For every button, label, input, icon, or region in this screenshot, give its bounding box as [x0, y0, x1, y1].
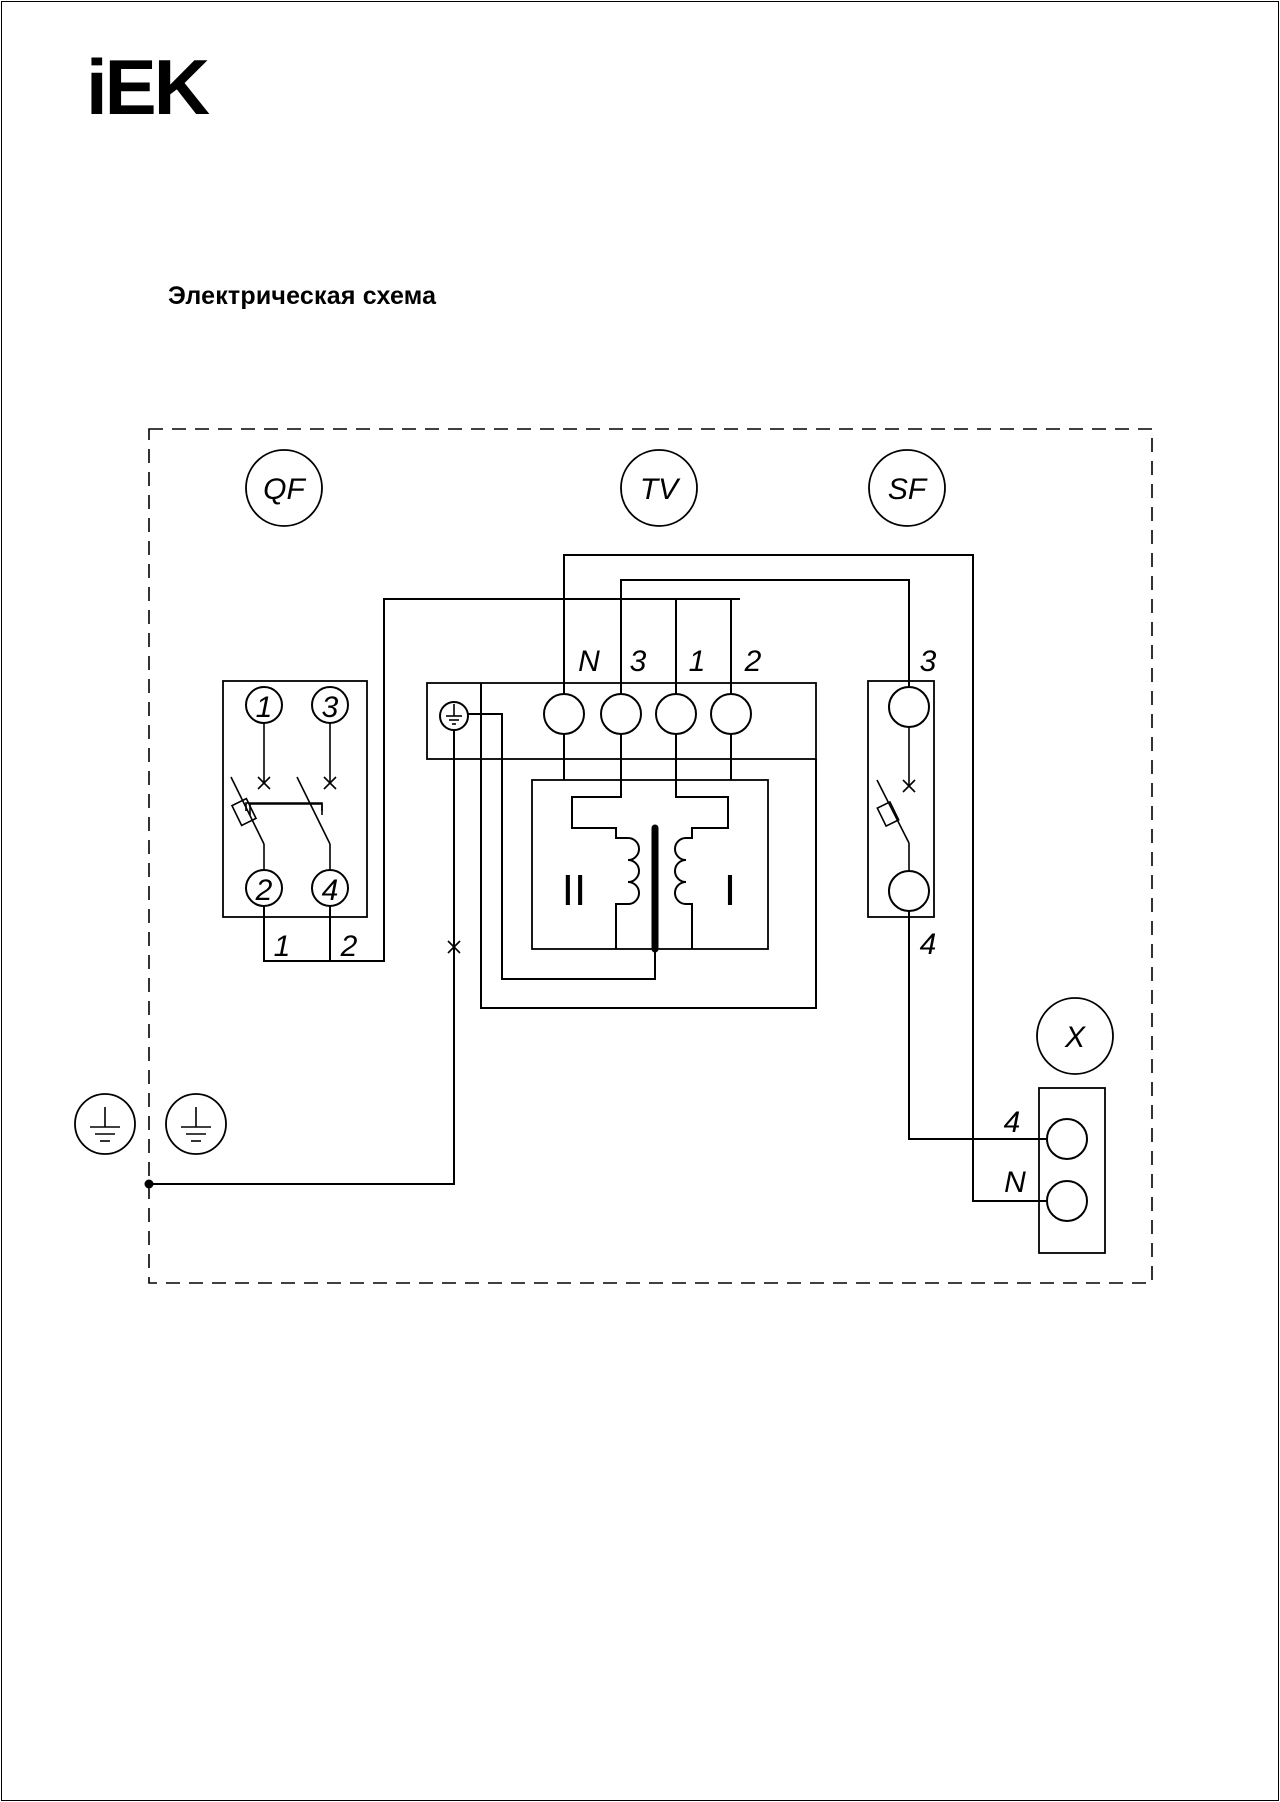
qf-output-label-2: 2 — [340, 930, 358, 963]
qf-terminal-4: 4 — [311, 869, 349, 907]
qf-output-label-1: 1 — [274, 930, 291, 963]
winding-ii-label: II — [562, 866, 586, 915]
sf-housing — [867, 680, 935, 918]
svg-text:3: 3 — [920, 645, 937, 678]
wire-tv-n-to-x-n — [563, 554, 1047, 1202]
svg-text:3: 3 — [322, 691, 339, 724]
iek-logo-text: iEK — [88, 55, 210, 117]
svg-text:X: X — [1064, 1021, 1086, 1054]
tv-terminal-1: 1 — [655, 645, 706, 735]
svg-text:1: 1 — [256, 691, 273, 724]
x-terminal-block: 4 N — [1004, 1087, 1106, 1254]
x-designator: X — [1036, 997, 1114, 1075]
qf-terminal-1: 1 — [245, 686, 283, 724]
svg-text:2: 2 — [255, 874, 273, 907]
iek-logo: iEK — [88, 55, 213, 117]
winding-i-coil — [674, 837, 687, 905]
svg-text:N: N — [1004, 1166, 1026, 1199]
qf-output-leads: 1 2 — [263, 598, 740, 963]
svg-text:4: 4 — [920, 928, 937, 961]
x-terminal-n: N — [1004, 1166, 1088, 1222]
qf-designator: QF — [245, 449, 323, 527]
tv-transformer: N 3 1 2 II — [426, 645, 817, 1009]
svg-text:2: 2 — [744, 645, 762, 678]
x-housing — [1038, 1087, 1106, 1254]
wire-tv-3-to-sf-3 — [620, 579, 910, 694]
x-terminal-4: 4 — [1004, 1106, 1088, 1160]
qf-switch-contacts — [230, 723, 337, 870]
winding-i-label: I — [724, 866, 736, 915]
sf-terminal-4: 4 — [888, 870, 937, 961]
wire-sf-4-to-x-4 — [908, 911, 1047, 1140]
sf-designator: SF — [868, 449, 946, 527]
tv-strip-frame-wire — [480, 683, 817, 1009]
tv-terminal-n: N — [543, 645, 600, 735]
pe-junction-dot — [144, 1179, 154, 1189]
svg-text:1: 1 — [689, 645, 706, 678]
tv-terminal-2: 2 — [710, 645, 762, 735]
winding-ii-coil — [627, 837, 640, 905]
svg-text:N: N — [578, 645, 600, 678]
qf-circuit-breaker: 1 3 2 4 — [222, 598, 740, 963]
svg-text:3: 3 — [630, 645, 647, 678]
tv-terminal-3: 3 — [600, 645, 647, 735]
svg-text:QF: QF — [263, 473, 306, 506]
qf-terminal-2: 2 — [245, 869, 283, 907]
tv-ground-terminal — [439, 701, 469, 731]
qf-terminal-3: 3 — [311, 686, 349, 724]
tv-core-ground-wire — [468, 713, 656, 980]
earth-symbol-right — [165, 1093, 227, 1155]
sf-switch: 3 4 — [867, 645, 937, 961]
tv-transformer-body — [531, 779, 769, 950]
svg-text:TV: TV — [640, 473, 681, 506]
tv-designator: TV — [620, 449, 698, 527]
page-title: Электрическая схема — [168, 282, 437, 310]
earth-symbol-left — [74, 1093, 136, 1155]
svg-text:SF: SF — [888, 473, 928, 506]
tv-core-and-windings: II I — [531, 734, 769, 953]
svg-text:4: 4 — [1004, 1106, 1021, 1139]
sf-terminal-3: 3 — [888, 645, 937, 728]
enclosure-boundary — [148, 428, 1153, 1284]
qf-housing — [222, 680, 368, 918]
sf-switch-contact — [876, 727, 916, 871]
wire-pe-conductor — [149, 730, 455, 1185]
svg-text:4: 4 — [322, 874, 339, 907]
